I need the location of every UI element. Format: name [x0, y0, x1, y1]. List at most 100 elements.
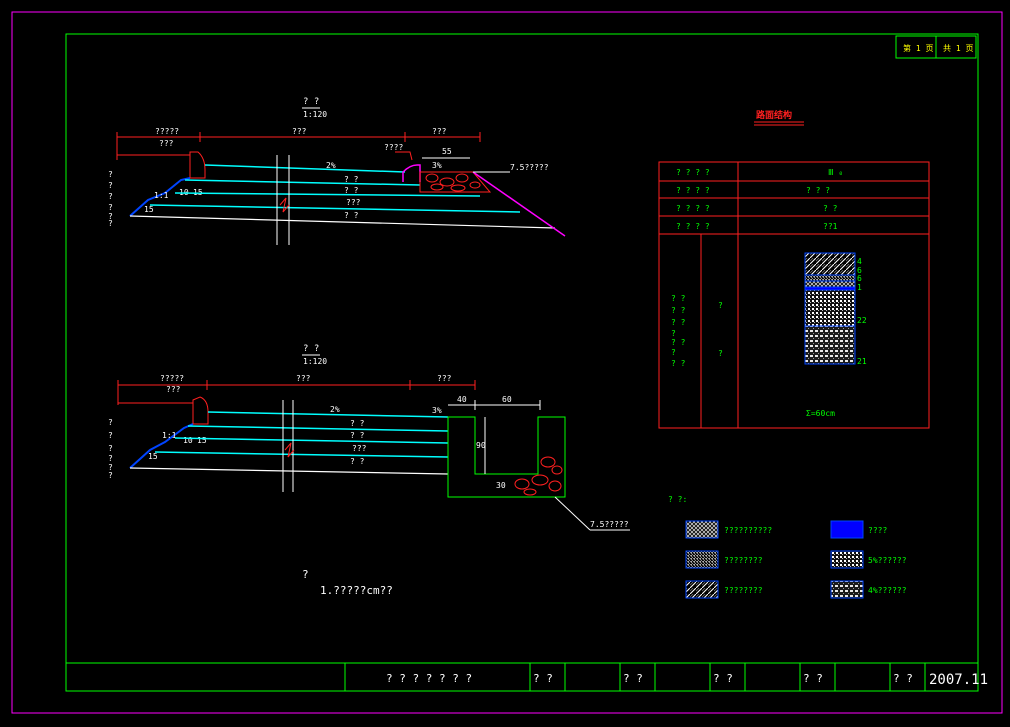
legend-label-5: ???????? [724, 586, 763, 595]
bottom-d30: 30 [496, 481, 506, 490]
total-tab: 共 1 页 [943, 44, 973, 53]
bottom-d40: 40 [457, 395, 467, 404]
sheet-tab: 第 1 页 [903, 43, 933, 53]
layer-num-4: 1 [857, 283, 862, 292]
top-curb-label: ???? [384, 143, 403, 152]
tb-date: 2007.11 [929, 672, 988, 688]
struct-label-7: ? ? [671, 359, 686, 368]
bottom-layer-1: ? ? [350, 419, 365, 428]
project-title: ? ? ? ? ? ? ? [386, 672, 472, 685]
legend-swatch-3 [685, 550, 719, 569]
note-mark: ? [302, 568, 309, 581]
page-tabs: 第 1 页 共 1 页 [895, 35, 977, 59]
pave-row4-label: ? ? ? ? [676, 222, 710, 231]
top-layer-3: ??? [346, 198, 361, 207]
bottom-layer-2: ? ? [350, 431, 365, 440]
bottom-dim-right: ??? [437, 374, 452, 383]
top-layer-2: ? ? [344, 186, 359, 195]
bottom-left-mark-1: ? [108, 418, 113, 427]
bottom-ratio: 1:1 [162, 431, 177, 440]
top-layer-1: ? ? [344, 175, 359, 184]
struct-label-1: ? ? [671, 294, 686, 303]
legend-swatch-4 [830, 550, 864, 569]
bottom-d15: 15 [197, 436, 207, 445]
top-d15b: 15 [144, 205, 154, 214]
bottom-layer-4: ? ? [350, 457, 365, 466]
legend-label-2: ???? [868, 526, 887, 535]
tb-cell-2: ? ? [623, 672, 643, 685]
top-left-mark-1: ? [108, 170, 113, 179]
pave-row3-label: ? ? ? ? [676, 204, 710, 213]
layer-num-3: 6 [857, 274, 862, 283]
legend: ? ?: ?????????? ???? ???????? 5%?????? ?… [668, 495, 907, 599]
top-left-mark-2: ? [108, 181, 113, 190]
bottom-scale: 1:120 [303, 357, 327, 366]
tb-cell-3: ? ? [713, 672, 733, 685]
bottom-left-mark-5: ? [108, 463, 113, 472]
top-scale: 1:120 [303, 110, 327, 119]
bottom-left-mark-2: ? [108, 431, 113, 440]
pavement-total: Σ=60cm [806, 409, 835, 418]
pave-row1-label: ? ? ? ? [676, 168, 710, 177]
struct-label-9: ? [718, 349, 723, 358]
top-ratio: 1:1 [154, 191, 169, 200]
bottom-layer-3: ??? [352, 444, 367, 453]
top-left-mark-6: ? [108, 219, 113, 228]
bottom-left-mark-6: ? [108, 471, 113, 480]
bottom-title: ? ? [303, 344, 319, 354]
top-left-mark-4: ? [108, 203, 113, 212]
pave-row2-value: ? ? ? [806, 186, 830, 195]
top-layer-4: ? ? [344, 211, 359, 220]
layer-num-6: 21 [857, 357, 867, 366]
pavement-layers [804, 252, 856, 365]
bottom-left-mark-4: ? [108, 454, 113, 463]
legend-label-4: 5%?????? [868, 556, 907, 565]
legend-label-6: 4%?????? [868, 586, 907, 595]
top-cross-section: ? ? 1:120 ????? ??? ??? ??? 1:1 10 15 15… [108, 97, 566, 245]
pave-row4-value: ??1 [823, 222, 838, 231]
top-slope-3: 3% [432, 161, 442, 170]
inner-frame [65, 33, 979, 692]
top-dim-right: ??? [432, 127, 447, 136]
bottom-d10: 10 [183, 436, 193, 445]
bottom-grade-label: 7.5????? [590, 520, 629, 529]
top-title: ? ? [303, 97, 319, 107]
bottom-slope-3: 3% [432, 406, 442, 415]
struct-label-4: ? [671, 329, 676, 338]
layer-num-5: 22 [857, 316, 867, 325]
struct-label-2: ? ? [671, 306, 686, 315]
legend-swatch-2 [830, 520, 864, 539]
legend-label-3: ???????? [724, 556, 763, 565]
bottom-dim-left-sub: ??? [166, 385, 181, 394]
top-dim-left: ????? [155, 127, 179, 136]
pave-row2-label: ? ? ? ? [676, 186, 710, 195]
bottom-d90: 90 [476, 441, 486, 450]
legend-swatch-5 [685, 580, 719, 599]
bottom-d15b: 15 [148, 452, 158, 461]
pave-row1-value: Ⅲ ₀ [828, 168, 843, 177]
top-left-mark-3: ? [108, 192, 113, 201]
tb-cell-4: ? ? [803, 672, 823, 685]
pavement-heading: 路面结构 [756, 109, 792, 121]
layer-num-2: 6 [857, 266, 862, 275]
legend-heading: ? ?: [668, 495, 687, 504]
struct-label-3: ? ? [671, 318, 686, 327]
bottom-dim-left: ????? [160, 374, 184, 383]
tb-cell-1: ? ? [533, 672, 553, 685]
top-grade-label: 7.5????? [510, 163, 549, 172]
top-slope-2: 2% [326, 161, 336, 170]
bottom-d60: 60 [502, 395, 512, 404]
note-text: 1.?????cm?? [320, 584, 393, 597]
legend-swatch-1 [685, 520, 719, 539]
outer-frame [11, 11, 1003, 714]
top-dim-left-sub: ??? [159, 139, 174, 148]
tb-cell-5: ? ? [893, 672, 913, 685]
top-left-mark-5: ? [108, 212, 113, 221]
struct-label-8: ? [718, 301, 723, 310]
bottom-slope-2: 2% [330, 405, 340, 414]
top-dim-mid: ??? [292, 127, 307, 136]
top-d55: 55 [442, 147, 452, 156]
legend-label-1: ?????????? [724, 526, 772, 535]
bottom-dim-mid: ??? [296, 374, 311, 383]
